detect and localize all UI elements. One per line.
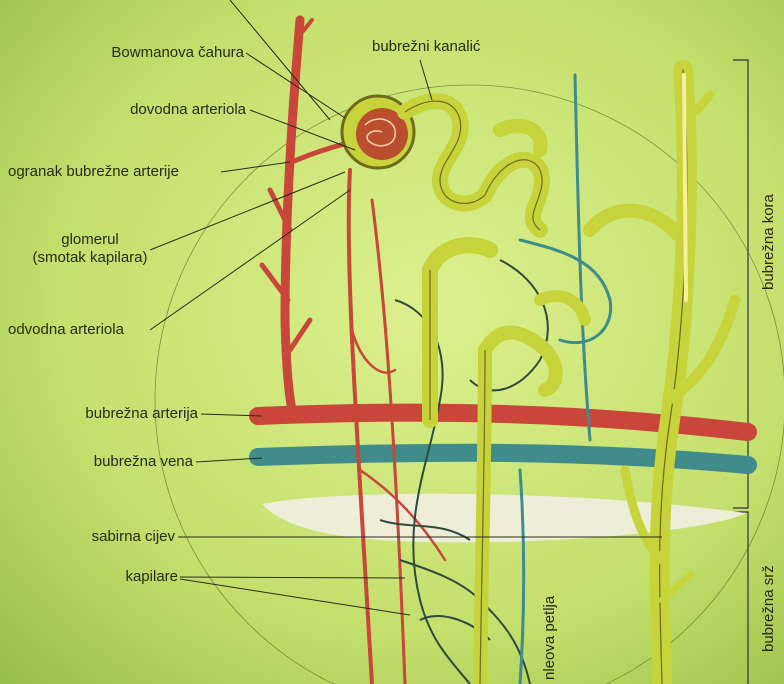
- label-afferent-arteriole: dovodna arteriola: [40, 101, 246, 118]
- label-glomerulus-line-2: (smotak kapilara): [20, 249, 160, 266]
- label-renal-vein: bubrežna vena: [20, 453, 193, 470]
- label-renal-tubule: bubrežni kanalić: [372, 38, 480, 55]
- label-capillaries: kapilare: [20, 568, 178, 585]
- label-henle-loop: nleova petlja: [541, 596, 558, 680]
- label-renal-artery: bubrežna arterija: [20, 405, 198, 422]
- label-renal-medulla: bubrežna srž: [760, 565, 777, 652]
- label-glomerulus-line-1: glomerul: [20, 231, 160, 248]
- label-bowman-capsule: Bowmanova čahura: [40, 44, 244, 61]
- label-collecting-duct: sabirna cijev: [20, 528, 175, 545]
- label-efferent-arteriole: odvodna arteriola: [8, 321, 124, 338]
- label-renal-cortex: bubrežna kora: [760, 194, 777, 290]
- label-renal-artery-branch: ogranak bubrežne arterije: [8, 163, 179, 180]
